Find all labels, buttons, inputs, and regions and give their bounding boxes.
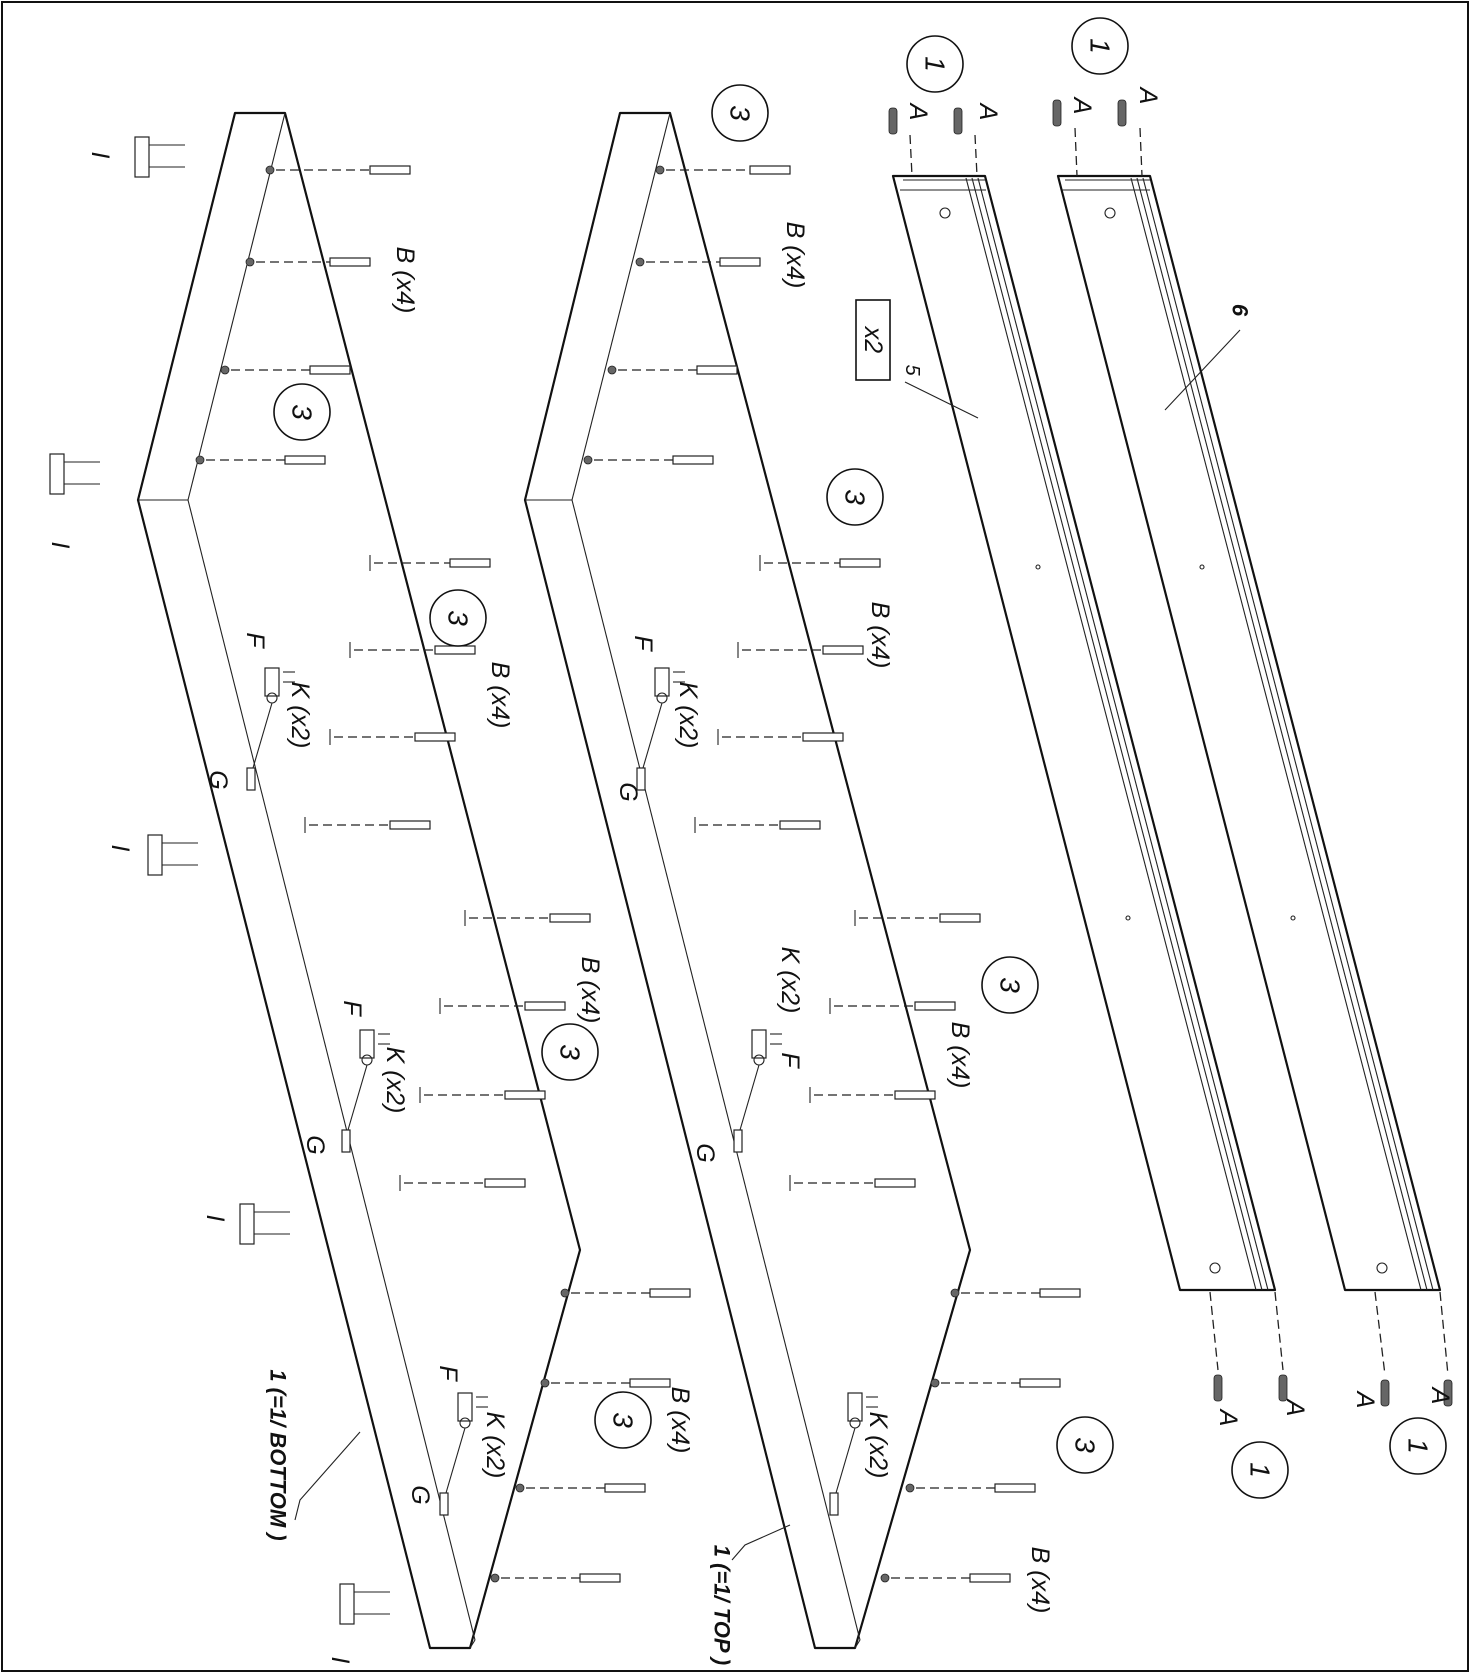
label-dowel-b: B (x4)	[781, 222, 809, 289]
svg-text:x2: x2	[859, 326, 887, 354]
label-cam-k: K (x2)	[381, 1047, 409, 1114]
label-cam-f: F	[629, 635, 657, 652]
label-cam-f: F	[338, 1000, 366, 1017]
label-dowel-b: B (x4)	[486, 662, 514, 729]
label-pin-a: A	[1134, 86, 1162, 105]
part-3-callout-f: 3	[541, 1023, 599, 1081]
part-3-callout-e: 3	[981, 956, 1039, 1014]
side-rail-2	[1056, 174, 1442, 1292]
label-top-note: 1 (=1/ TOP )	[710, 1545, 735, 1665]
part-3-callout-a: 3	[711, 84, 769, 142]
label-dowel-b: B (x4)	[1026, 1547, 1054, 1614]
svg-text:1: 1	[1403, 1438, 1434, 1454]
dowels-bottom-panel	[195, 165, 691, 1583]
leader-6	[1164, 329, 1241, 411]
part-1-callout-b: 1	[1071, 17, 1129, 75]
label-bolt-g: G	[301, 1135, 329, 1154]
label-cam-k: K (x2)	[286, 682, 314, 749]
label-bolt-g: G	[406, 1485, 434, 1504]
label-leg-i: I	[86, 152, 114, 159]
label-cam-f: F	[434, 1365, 462, 1382]
label-pin-a: A	[974, 102, 1002, 121]
svg-text:1: 1	[1085, 38, 1116, 54]
svg-text:3: 3	[840, 489, 871, 505]
part-3-callout-c: 3	[826, 468, 884, 526]
label-dowel-b: B (x4)	[576, 957, 604, 1024]
label-leg-i: I	[201, 1215, 229, 1222]
cam-fittings	[246, 667, 878, 1516]
part-1-callout-a: 1	[906, 35, 964, 93]
label-pin-a: A	[1426, 1386, 1454, 1405]
label-cam-f: F	[241, 632, 269, 649]
part-3-callout-g: 3	[594, 1391, 652, 1449]
label-dowel-b: B (x4)	[391, 247, 419, 314]
svg-text:3: 3	[287, 404, 318, 420]
legs-i	[49, 136, 390, 1625]
label-cam-k: K (x2)	[776, 947, 804, 1014]
part-3-callout-d: 3	[429, 589, 487, 647]
dowels-top-panel	[583, 165, 1081, 1583]
label-bolt-g: G	[204, 770, 232, 789]
rail-pins-a	[888, 99, 1453, 1407]
label-leg-i: I	[46, 542, 74, 549]
svg-text:1: 1	[1245, 1462, 1276, 1478]
label-bolt-g: G	[691, 1143, 719, 1162]
panel-top	[523, 111, 972, 1650]
label-dowel-b: B (x4)	[866, 602, 894, 669]
part-1-callout-c: 1	[1231, 1441, 1289, 1499]
part-1-callout-d: 1	[1389, 1417, 1447, 1475]
label-pin-a: A	[1214, 1408, 1242, 1427]
part-3-callout-h: 3	[1056, 1416, 1114, 1474]
leader-5	[904, 381, 979, 419]
label-bottom-note: 1 (=1/ BOTTOM )	[266, 1369, 291, 1540]
label-cam-f: F	[776, 1052, 804, 1069]
leader-bottom	[294, 1431, 361, 1521]
label-bolt-g: G	[614, 782, 642, 801]
label-part-5: 5	[901, 364, 923, 376]
label-leg-i: I	[106, 845, 134, 852]
leader-top	[731, 1524, 791, 1561]
label-dowel-b: B (x4)	[946, 1022, 974, 1089]
label-pin-a: A	[904, 102, 932, 121]
svg-text:3: 3	[443, 610, 474, 626]
svg-text:3: 3	[555, 1044, 586, 1060]
part-3-callout-b: 3	[273, 383, 331, 441]
label-dowel-b: B (x4)	[666, 1387, 694, 1454]
label-cam-k: K (x2)	[481, 1412, 509, 1479]
label-cam-k: K (x2)	[864, 1412, 892, 1479]
label-cam-k: K (x2)	[674, 682, 702, 749]
label-pin-a: A	[1281, 1398, 1309, 1417]
svg-text:1: 1	[920, 56, 951, 72]
label-leg-i: I	[326, 1657, 354, 1664]
label-pin-a: A	[1351, 1390, 1379, 1409]
svg-text:3: 3	[995, 977, 1026, 993]
quantity-box: x2	[855, 299, 891, 381]
svg-text:3: 3	[1070, 1437, 1101, 1453]
label-part-6: 6	[1228, 304, 1253, 317]
panel-bottom	[136, 111, 582, 1650]
label-pin-a: A	[1068, 96, 1096, 115]
svg-text:3: 3	[608, 1412, 639, 1428]
svg-text:3: 3	[725, 105, 756, 121]
side-rail-1	[891, 174, 1277, 1292]
